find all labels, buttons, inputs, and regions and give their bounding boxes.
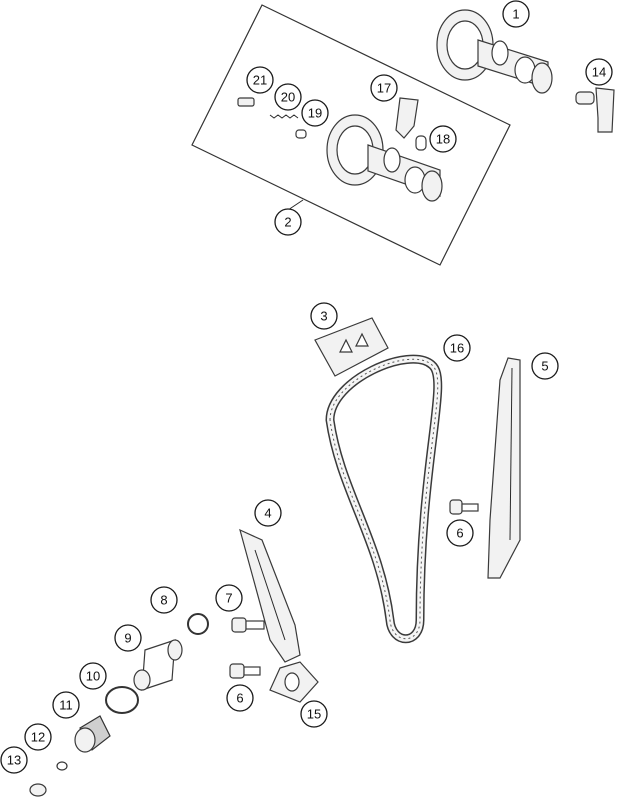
svg-text:11: 11: [59, 698, 73, 713]
part-14-shape: [575, 87, 615, 133]
callout-2: 2: [274, 208, 302, 236]
guide-mount-part: [269, 661, 319, 703]
callout-7: 7: [215, 584, 243, 612]
callout-1: 1: [502, 0, 530, 28]
callout-16: 16: [443, 334, 471, 362]
svg-text:18: 18: [436, 132, 450, 147]
svg-text:17: 17: [377, 81, 391, 96]
camshaft-assembly-part: [326, 114, 443, 202]
svg-text:1: 1: [512, 7, 519, 22]
callout-10: 10: [79, 662, 107, 690]
callout-13: 13: [0, 746, 28, 774]
callout-15: 15: [300, 700, 328, 728]
callout-12: 12: [24, 723, 52, 751]
callout-19: 19: [301, 99, 329, 127]
guide-rail-part: [487, 357, 521, 579]
small-ring-part: [56, 761, 68, 771]
callout-6-upper: 6: [446, 519, 474, 547]
chain-guide-bracket: [314, 317, 389, 377]
svg-text:3: 3: [320, 309, 327, 324]
svg-text:4: 4: [264, 506, 271, 521]
seal-ring-part: [187, 613, 209, 635]
tensioner-rail-part: [239, 528, 301, 663]
callout-5: 5: [531, 352, 559, 380]
washer-part: [29, 783, 47, 797]
svg-text:5: 5: [541, 359, 548, 374]
svg-text:15: 15: [307, 707, 321, 722]
svg-text:12: 12: [31, 730, 45, 745]
svg-text:14: 14: [592, 65, 606, 80]
timing-chain: [325, 354, 443, 644]
tensioner-body-part: [133, 639, 183, 691]
svg-text:6: 6: [456, 526, 463, 541]
callout-11: 11: [52, 691, 80, 719]
o-ring-part: [105, 686, 139, 714]
callout-3: 3: [310, 302, 338, 330]
svg-text:2: 2: [284, 215, 291, 230]
bolt-part-lower: [229, 663, 261, 679]
svg-text:20: 20: [281, 90, 295, 105]
callout-18: 18: [429, 125, 457, 153]
callout-21: 21: [246, 66, 274, 94]
small-assembly-parts: [237, 97, 427, 151]
screw-plug-part: [74, 715, 111, 753]
svg-text:9: 9: [124, 631, 131, 646]
svg-text:6: 6: [236, 691, 243, 706]
camshaft-part: [436, 9, 553, 94]
bolt-part-upper: [449, 499, 479, 515]
callout-20: 20: [274, 83, 302, 111]
svg-text:8: 8: [160, 593, 167, 608]
camshaft-assembly-frame: [191, 4, 511, 266]
callout-6-lower: 6: [226, 684, 254, 712]
svg-text:10: 10: [86, 669, 100, 684]
callout-14: 14: [585, 58, 613, 86]
callout-4: 4: [254, 499, 282, 527]
svg-text:13: 13: [7, 753, 21, 768]
callout-9: 9: [114, 624, 142, 652]
svg-text:21: 21: [253, 73, 267, 88]
svg-text:7: 7: [225, 591, 232, 606]
callout-8: 8: [150, 586, 178, 614]
bolt-part-7: [231, 617, 265, 633]
callout-17: 17: [370, 74, 398, 102]
svg-text:16: 16: [450, 341, 464, 356]
svg-text:19: 19: [308, 106, 322, 121]
